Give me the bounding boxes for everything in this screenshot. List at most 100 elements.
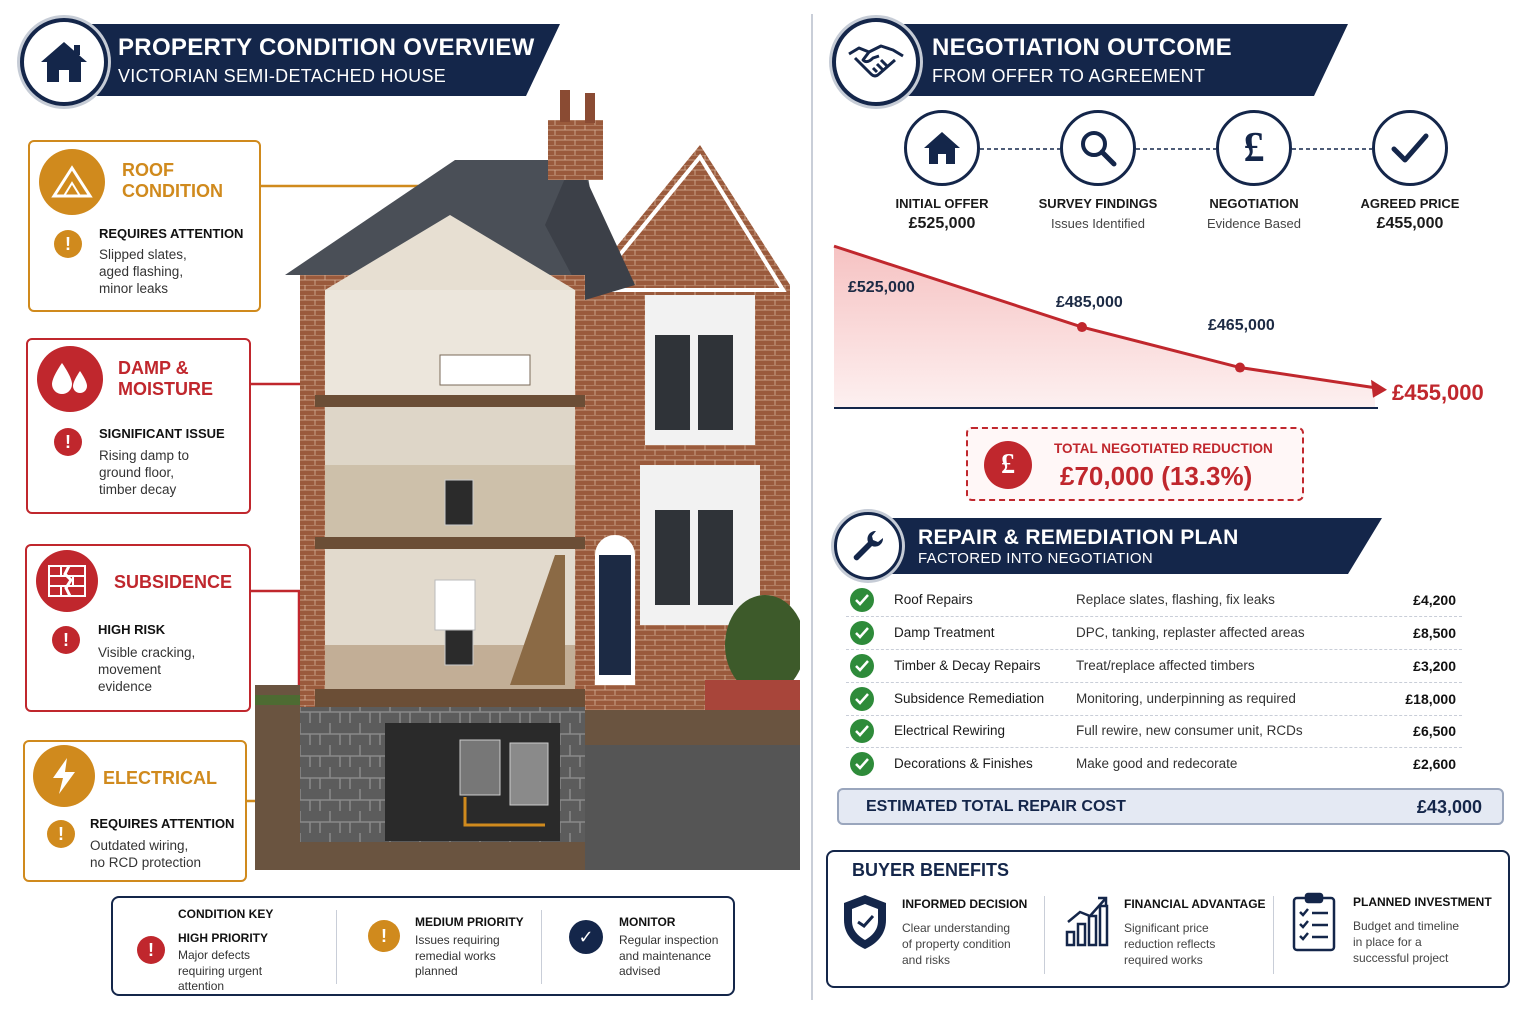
condition-key-panel: CONDITION KEY ! HIGH PRIORITY Major defe…: [111, 896, 735, 996]
step-initial-offer: [904, 110, 980, 186]
card-description: Outdated wiring,no RCD protection: [90, 838, 202, 870]
repair-row: Subsidence Remediation Monitoring, under…: [846, 683, 1462, 716]
electrical-card: ELECTRICAL ! REQUIRES ATTENTION Outdated…: [23, 740, 247, 882]
bar-chart-icon: [1065, 896, 1109, 947]
repair-detail: Replace slates, flashing, fix leaks: [1076, 592, 1275, 607]
repair-detail: Treat/replace affected timbers: [1076, 658, 1255, 673]
key-label: HIGH PRIORITY: [178, 931, 269, 945]
step-label: NEGOTIATION: [1209, 196, 1299, 211]
card-severity: HIGH RISK: [98, 622, 166, 637]
damp-moisture-card: DAMP &MOISTURE ! SIGNIFICANT ISSUE Risin…: [26, 338, 251, 514]
repair-header-banner: REPAIR & REMEDIATION PLAN FACTORED INTO …: [874, 518, 1382, 574]
chart-area-fill: [834, 246, 1375, 408]
repair-detail: Monitoring, underpinning as required: [1076, 691, 1296, 706]
repair-cost: £18,000: [1405, 691, 1456, 707]
chart-data-label: £525,000: [848, 279, 915, 296]
chart-point: [1235, 362, 1245, 373]
card-severity: SIGNIFICANT ISSUE: [99, 426, 225, 441]
wrench-icon: [834, 512, 902, 580]
left-header-subtitle: VICTORIAN SEMI-DETACHED HOUSE: [118, 66, 447, 86]
condition-key-title: CONDITION KEY: [178, 907, 274, 921]
repair-cost: £2,600: [1413, 756, 1456, 772]
card-severity: REQUIRES ATTENTION: [99, 226, 244, 241]
cracked-wall-icon: [36, 550, 98, 612]
step-value: £525,000: [908, 215, 976, 232]
repair-cost: £3,200: [1413, 658, 1456, 674]
chart-data-label: £465,000: [1208, 317, 1275, 334]
magnifier-icon: [1081, 131, 1117, 167]
card-title: ELECTRICAL: [103, 768, 217, 788]
card-title: DAMP &MOISTURE: [118, 358, 214, 399]
price-chart: £525,000£485,000£465,000£455,000: [833, 244, 1484, 409]
repair-item: Timber & Decay Repairs: [894, 658, 1041, 673]
repair-total-bar: ESTIMATED TOTAL REPAIR COST £43,000: [837, 788, 1504, 825]
step-agreed-price: [1372, 110, 1448, 186]
step-sub: Issues Identified: [1051, 216, 1145, 231]
droplets-icon: [37, 346, 103, 412]
pound-icon: £: [1243, 125, 1265, 171]
repair-header-subtitle: FACTORED INTO NEGOTIATION: [918, 550, 1154, 567]
card-title: SUBSIDENCE: [114, 572, 233, 592]
left-header-title: PROPERTY CONDITION OVERVIEW: [118, 34, 535, 61]
benefit-head: PLANNED INVESTMENT: [1353, 895, 1492, 909]
warning-icon: !: [47, 820, 75, 848]
chart-arrowhead: [1371, 379, 1387, 398]
clipboard-icon: [1292, 892, 1336, 952]
key-label: MONITOR: [619, 915, 676, 929]
check-icon: [850, 654, 874, 678]
house-icon: [20, 18, 108, 106]
right-header-subtitle: FROM OFFER TO AGREEMENT: [932, 66, 1206, 86]
step-connectors: [980, 148, 1372, 150]
house-icon: [924, 132, 960, 164]
key-label: MEDIUM PRIORITY: [415, 915, 524, 929]
roof-icon: [39, 149, 105, 215]
reduction-label: TOTAL NEGOTIATED REDUCTION: [1054, 441, 1273, 456]
repair-total-label: ESTIMATED TOTAL REPAIR COST: [866, 798, 1126, 815]
card-description: Slipped slates,aged flashing,minor leaks: [99, 247, 187, 296]
center-divider: [811, 14, 813, 1000]
reduction-value: £70,000 (13.3%): [1060, 461, 1253, 491]
check-icon: [850, 621, 874, 645]
benefit-head: FINANCIAL ADVANTAGE: [1124, 897, 1266, 911]
benefits-title: BUYER BENEFITS: [852, 860, 1010, 880]
check-icon: [850, 752, 874, 776]
repair-cost: £6,500: [1413, 723, 1456, 739]
high-priority-icon: !: [137, 936, 165, 964]
repair-detail: Full rewire, new consumer unit, RCDs: [1076, 723, 1303, 738]
check-icon: [850, 588, 874, 612]
repair-total-value: £43,000: [1416, 797, 1482, 817]
repair-row: Timber & Decay Repairs Treat/replace aff…: [846, 650, 1462, 683]
repair-detail: Make good and redecorate: [1076, 756, 1238, 771]
step-label: SURVEY FINDINGS: [1038, 196, 1158, 211]
warning-icon: !: [54, 428, 82, 456]
step-survey-findings: [1060, 110, 1136, 186]
check-icon: [850, 719, 874, 743]
check-icon: [850, 687, 874, 711]
repair-detail: DPC, tanking, replaster affected areas: [1076, 625, 1305, 640]
step-label: AGREED PRICE: [1360, 196, 1460, 211]
reduction-box: £ TOTAL NEGOTIATED REDUCTION £70,000 (13…: [966, 427, 1304, 501]
step-label: INITIAL OFFER: [895, 196, 989, 211]
chart-point: [1077, 322, 1087, 333]
shield-icon: [844, 895, 886, 949]
warning-icon: !: [52, 626, 80, 654]
repair-item: Roof Repairs: [894, 592, 973, 607]
card-severity: REQUIRES ATTENTION: [90, 816, 235, 831]
repair-row: Electrical Rewiring Full rewire, new con…: [846, 715, 1462, 748]
medium-priority-icon: !: [368, 920, 400, 952]
chart-price-line: [833, 244, 1376, 390]
repair-cost: £8,500: [1413, 625, 1456, 641]
pound-coin-icon: £: [984, 441, 1032, 489]
step-negotiation: £: [1216, 110, 1292, 186]
check-icon: [1391, 133, 1429, 163]
house-cutaway-illustration: [255, 90, 800, 870]
buyer-benefits-panel: BUYER BENEFITS INFORMED DECISION Clear u…: [826, 850, 1510, 988]
